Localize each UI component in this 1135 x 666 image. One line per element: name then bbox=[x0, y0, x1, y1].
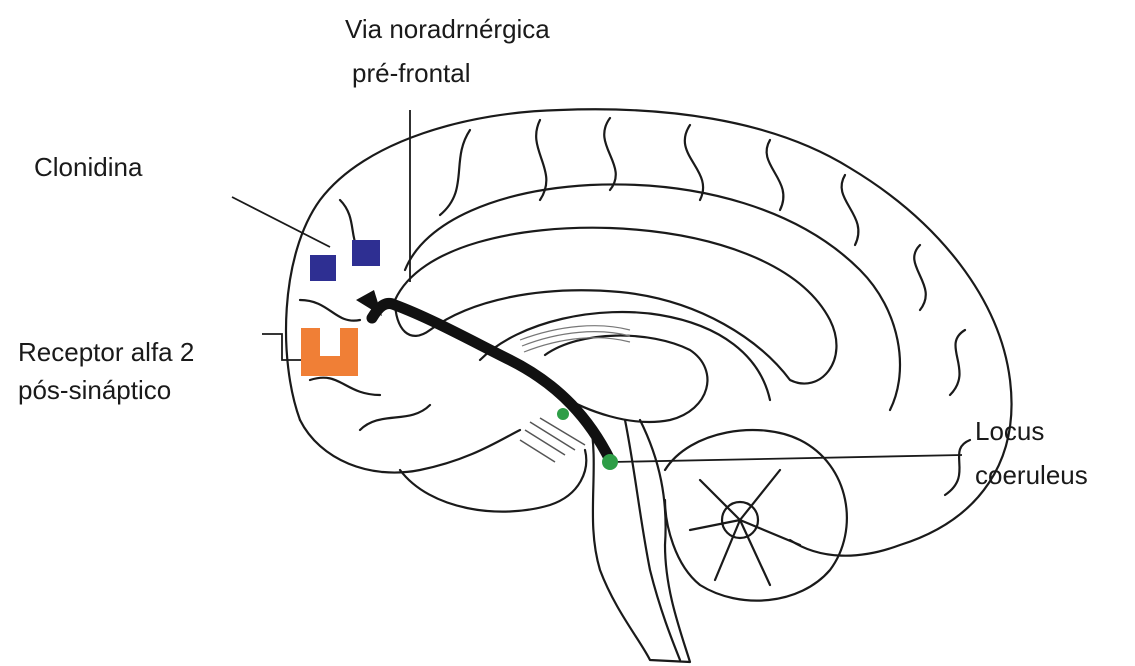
temporal-lobe-lower bbox=[400, 450, 586, 512]
locus-label-line1: Locus bbox=[975, 416, 1044, 446]
gyrus-line bbox=[914, 245, 926, 310]
gyrus-line bbox=[842, 175, 859, 245]
gyrus-line bbox=[945, 440, 970, 495]
gyrus-line bbox=[310, 378, 380, 395]
clonidina-marker bbox=[352, 240, 380, 266]
receptor-leader-line bbox=[262, 334, 302, 360]
gyrus-line bbox=[767, 140, 784, 210]
clonidina-label: Clonidina bbox=[34, 152, 142, 182]
gyrus-line bbox=[440, 130, 470, 215]
gyrus-line bbox=[950, 330, 965, 395]
gyrus-line bbox=[536, 120, 546, 200]
cerebellum bbox=[665, 430, 847, 601]
via-label-line2: pré-frontal bbox=[352, 58, 471, 88]
leader-lines bbox=[232, 110, 962, 462]
locus-marker bbox=[602, 454, 618, 470]
clonidina-marker bbox=[310, 255, 336, 281]
gyrus-line bbox=[685, 125, 703, 200]
temporal-lobe bbox=[300, 420, 520, 473]
clonidina-leader-line bbox=[232, 197, 330, 247]
gyrus-line bbox=[604, 118, 616, 190]
striated-region bbox=[520, 326, 630, 352]
cerebellum-folia bbox=[700, 470, 780, 520]
locus-label-line2: coeruleus bbox=[975, 460, 1088, 490]
gyrus-line bbox=[360, 405, 430, 430]
cerebrum-outline bbox=[286, 109, 1012, 555]
gyrus-line bbox=[300, 300, 360, 321]
locus-marker bbox=[557, 408, 569, 420]
locus-leader-line bbox=[612, 455, 962, 462]
receptor-label-line2: pós-sináptico bbox=[18, 375, 171, 405]
via-label-line1: Via noradrnérgica bbox=[345, 14, 550, 44]
brain-outline bbox=[286, 109, 1012, 662]
receptor-label-line1: Receptor alfa 2 bbox=[18, 337, 194, 367]
corpus-callosum bbox=[395, 228, 836, 384]
receptor-marker bbox=[301, 328, 358, 376]
hatched-region bbox=[520, 418, 585, 462]
